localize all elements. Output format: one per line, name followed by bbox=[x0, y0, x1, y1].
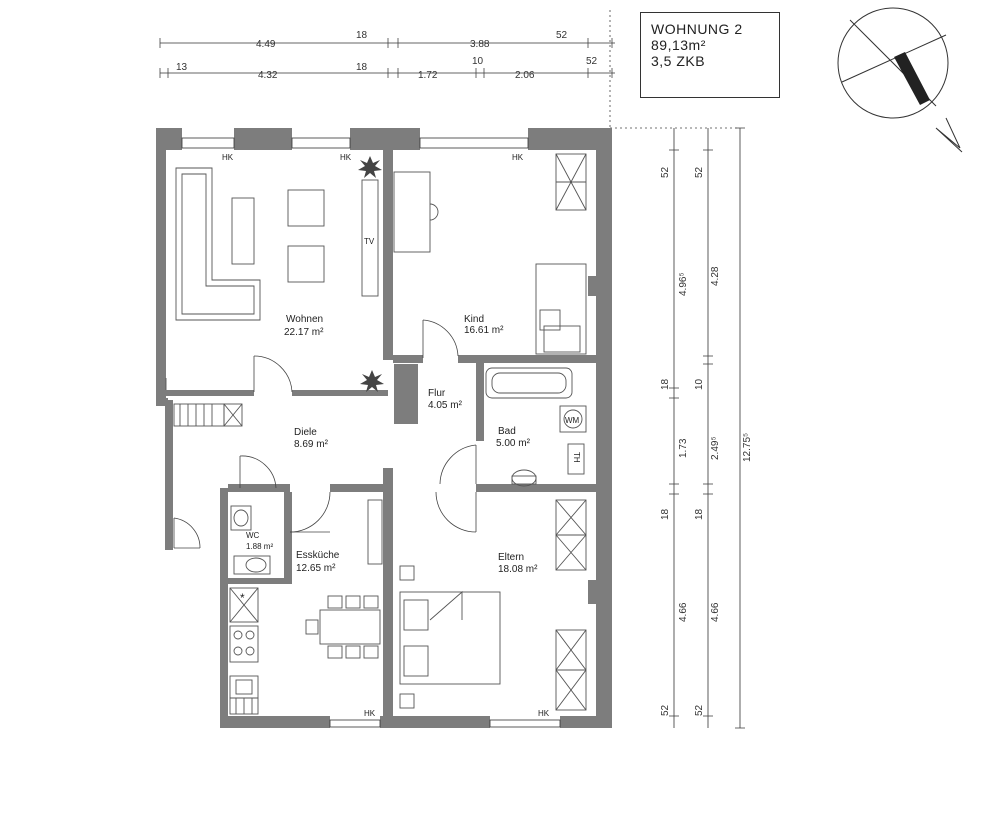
dim-top-9: 10 bbox=[472, 56, 484, 67]
dim-right-11: 2.49⁵ bbox=[710, 436, 721, 460]
dim-top-7: 18 bbox=[356, 62, 368, 73]
room-name-wohnen: Wohnen bbox=[286, 314, 323, 325]
heater-label: HK bbox=[222, 153, 234, 162]
heater-label: HK bbox=[340, 153, 352, 162]
apartment-info-box: WOHNUNG 2 89,13m² 3,5 ZKB bbox=[640, 12, 780, 98]
right-dimensions: 52 4.96⁵ 18 1.73 18 4.66 52 52 4.28 10 2… bbox=[660, 127, 753, 729]
wohnen-furniture bbox=[165, 167, 379, 390]
star-icon: * bbox=[240, 591, 245, 605]
dim-right-5: 18 bbox=[660, 508, 671, 520]
room-area-wc: 1.88 m² bbox=[246, 542, 273, 551]
bad-fixtures bbox=[485, 367, 587, 487]
room-name-flur: Flur bbox=[428, 388, 446, 399]
eltern-furniture bbox=[399, 499, 587, 711]
heater-label: HK bbox=[512, 153, 524, 162]
dim-top-10: 2.06 bbox=[515, 70, 535, 81]
room-area-eltern: 18.08 m² bbox=[498, 564, 538, 575]
dim-right-8: 52 bbox=[694, 166, 705, 178]
room-name-diele: Diele bbox=[294, 427, 317, 438]
room-name-eltern: Eltern bbox=[498, 552, 524, 563]
dim-right-10: 10 bbox=[694, 378, 705, 390]
dim-top-8: 1.72 bbox=[418, 70, 438, 81]
esskueche-fixtures bbox=[229, 499, 383, 715]
dim-top-4: 52 bbox=[556, 30, 568, 41]
plant-icon bbox=[358, 156, 382, 178]
room-labels: Wohnen 22.17 m² Kind 16.61 m² Flur 4.05 … bbox=[246, 314, 538, 575]
dim-right-7: 52 bbox=[660, 704, 671, 716]
room-area-diele: 8.69 m² bbox=[294, 439, 329, 450]
room-name-wc: WC bbox=[246, 531, 260, 540]
water-heater-label: TH bbox=[572, 452, 581, 463]
dim-top-11: 52 bbox=[586, 56, 598, 67]
dim-right-9: 4.28 bbox=[710, 266, 721, 286]
room-name-kind: Kind bbox=[464, 314, 484, 325]
dim-top-6: 4.32 bbox=[258, 70, 278, 81]
room-name-bad: Bad bbox=[498, 426, 516, 437]
tv-label: TV bbox=[364, 237, 375, 246]
room-area-esskueche: 12.65 m² bbox=[296, 563, 336, 574]
dim-right-1: 52 bbox=[660, 166, 671, 178]
dim-right-12: 18 bbox=[694, 508, 705, 520]
fixture-labels: HK HK HK HK HK TV WM TH * bbox=[222, 153, 581, 718]
room-area-flur: 4.05 m² bbox=[428, 400, 463, 411]
dim-top-2: 18 bbox=[356, 30, 368, 41]
dim-right-3: 18 bbox=[660, 378, 671, 390]
washing-machine-label: WM bbox=[565, 416, 580, 425]
room-name-esskueche: Essküche bbox=[296, 550, 340, 561]
apartment-title: WOHNUNG 2 bbox=[651, 21, 743, 37]
kind-furniture bbox=[393, 153, 587, 355]
apartment-rooms: 3,5 ZKB bbox=[651, 53, 706, 69]
wc-fixtures bbox=[230, 505, 271, 575]
diele-fixtures bbox=[173, 403, 243, 427]
doors bbox=[173, 319, 477, 549]
dim-right-13: 4.66 bbox=[710, 602, 721, 622]
dim-top-5: 13 bbox=[176, 62, 188, 73]
dim-right-2: 4.96⁵ bbox=[678, 272, 689, 296]
heater-label: HK bbox=[364, 709, 376, 718]
walls bbox=[156, 128, 612, 728]
room-area-bad: 5.00 m² bbox=[496, 438, 531, 449]
dim-right-6: 4.66 bbox=[678, 602, 689, 622]
apartment-area: 89,13m² bbox=[651, 37, 706, 53]
dim-top-3: 3.88 bbox=[470, 39, 490, 50]
dim-right-4: 1.73 bbox=[678, 438, 689, 458]
dim-right-14: 52 bbox=[694, 704, 705, 716]
plant-icon bbox=[360, 370, 384, 392]
top-dimensions: 4.49 18 3.88 52 13 4.32 18 1.72 10 2.06 … bbox=[159, 10, 740, 130]
dim-top-1: 4.49 bbox=[256, 39, 276, 50]
room-area-wohnen: 22.17 m² bbox=[284, 327, 324, 338]
heater-label: HK bbox=[538, 709, 550, 718]
dim-right-total: 12.75⁵ bbox=[742, 433, 753, 462]
room-area-kind: 16.61 m² bbox=[464, 325, 504, 336]
compass-icon bbox=[837, 7, 963, 153]
